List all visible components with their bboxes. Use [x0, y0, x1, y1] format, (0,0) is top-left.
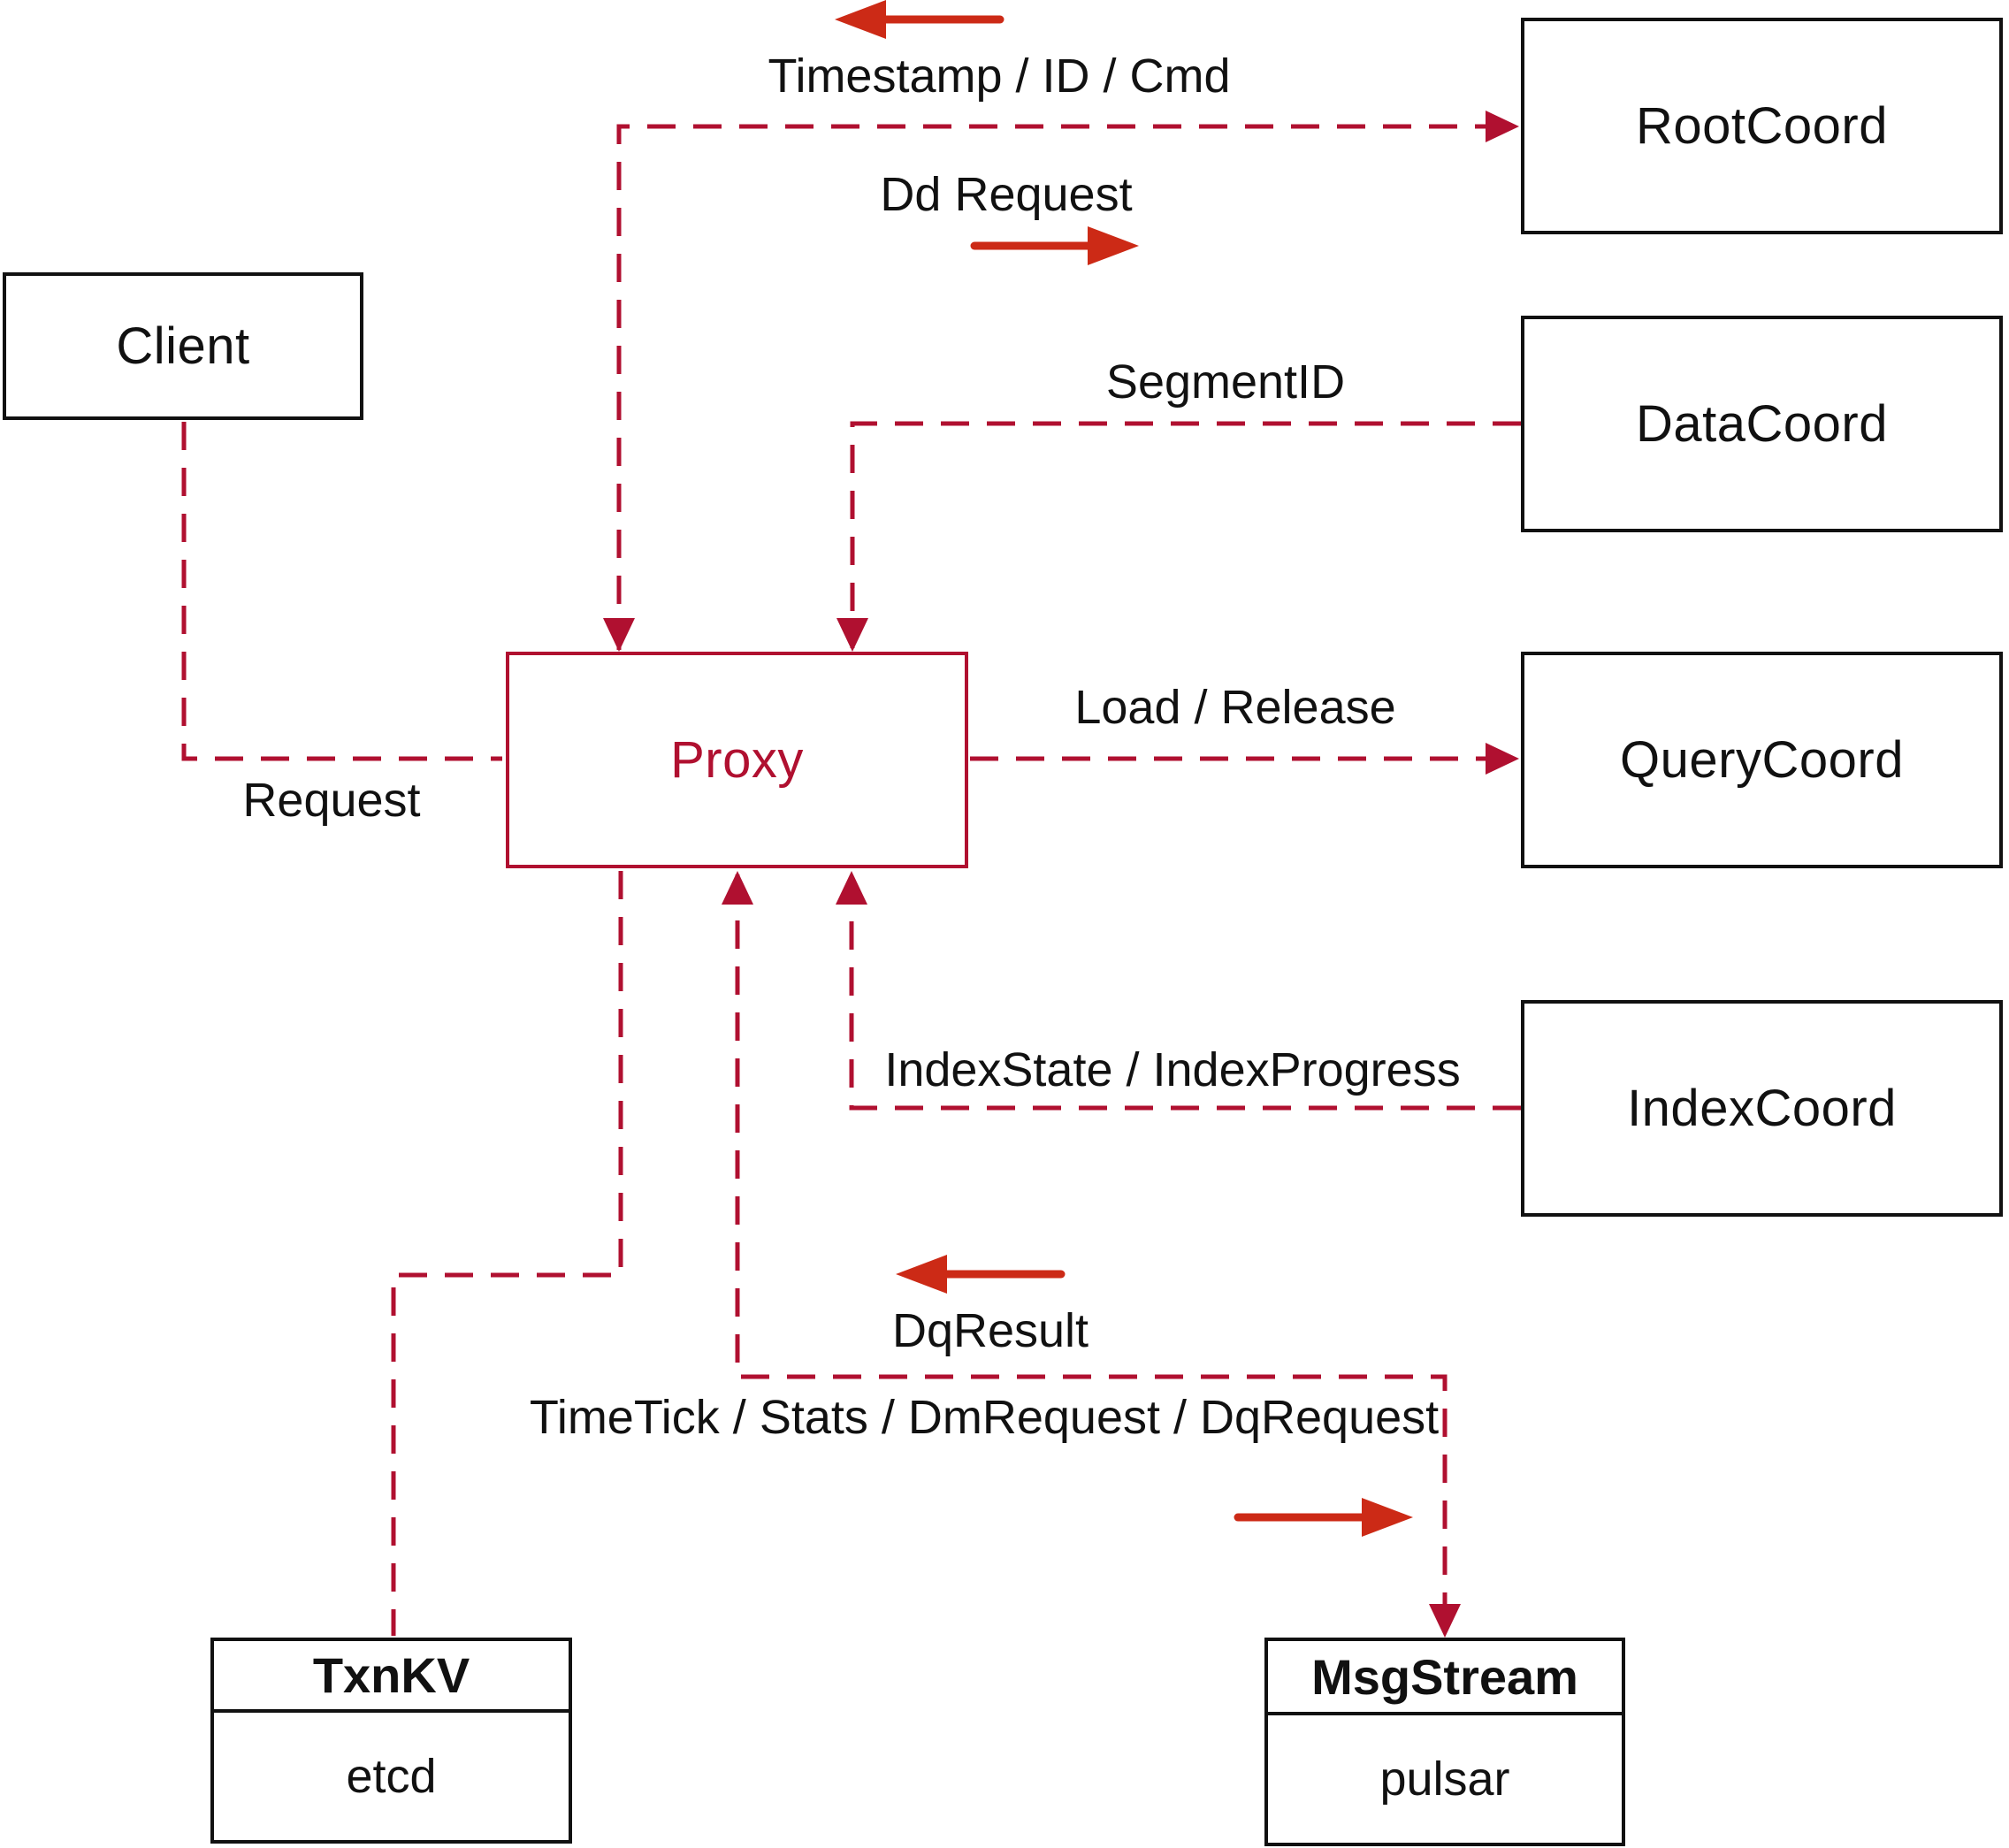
node-querycoord-label: QueryCoord [1620, 731, 1904, 789]
edge-label-request: Request [242, 774, 421, 827]
direction-arrow-timestamp-left [835, 0, 1004, 39]
node-msgstream-title: MsgStream [1268, 1641, 1622, 1715]
edge-proxy-msgstream [735, 874, 1448, 1634]
arrowhead-into-proxy-top-right [836, 618, 868, 652]
edge-label-load-release: Load / Release [1074, 681, 1396, 734]
arrowhead-into-querycoord [1486, 743, 1519, 775]
edge-datacoord-proxy [850, 421, 1521, 648]
node-proxy: Proxy [506, 652, 968, 868]
edge-label-dq-result: DqResult [891, 1304, 1089, 1357]
node-client: Client [3, 272, 363, 420]
node-proxy-label: Proxy [670, 731, 804, 789]
edge-indexcoord-proxy [849, 874, 1521, 1111]
direction-arrow-dqresult-left [896, 1255, 1066, 1294]
edge-proxy-txnkv [391, 871, 623, 1636]
node-txnkv-title: TxnKV [214, 1641, 569, 1713]
edge-label-time-tick: TimeTick / Stats / DmRequest / DqRequest [529, 1391, 1440, 1444]
arrowhead-into-rootcoord [1486, 111, 1519, 142]
arrowhead-into-msgstream [1429, 1604, 1461, 1638]
edge-client-proxy [181, 422, 502, 761]
edge-label-timestamp: Timestamp / ID / Cmd [768, 50, 1231, 103]
arrowhead-into-proxy-bottom-indexcoord [836, 871, 867, 905]
node-txnkv: TxnKV etcd [210, 1638, 572, 1844]
node-msgstream: MsgStream pulsar [1264, 1638, 1625, 1846]
node-client-label: Client [116, 317, 250, 375]
node-msgstream-sub: pulsar [1379, 1753, 1510, 1806]
node-indexcoord-label: IndexCoord [1627, 1080, 1897, 1137]
direction-arrow-ddrequest-right [970, 226, 1139, 265]
edge-label-dd-request: Dd Request [880, 168, 1133, 221]
arrowhead-into-proxy-top-left [603, 618, 635, 652]
direction-arrow-timetick-right [1234, 1498, 1413, 1537]
arrowhead-into-proxy-bottom-msgstream [722, 871, 753, 905]
node-datacoord: DataCoord [1521, 316, 2003, 532]
edge-proxy-rootcoord [616, 124, 1516, 650]
edge-label-index-state: IndexState / IndexProgress [884, 1043, 1461, 1096]
node-querycoord: QueryCoord [1521, 652, 2003, 868]
node-indexcoord: IndexCoord [1521, 1000, 2003, 1217]
edge-label-segmentid: SegmentID [1105, 355, 1346, 409]
node-rootcoord: RootCoord [1521, 18, 2003, 234]
node-txnkv-sub: etcd [346, 1750, 437, 1803]
node-datacoord-label: DataCoord [1636, 395, 1888, 453]
node-rootcoord-label: RootCoord [1636, 97, 1888, 155]
